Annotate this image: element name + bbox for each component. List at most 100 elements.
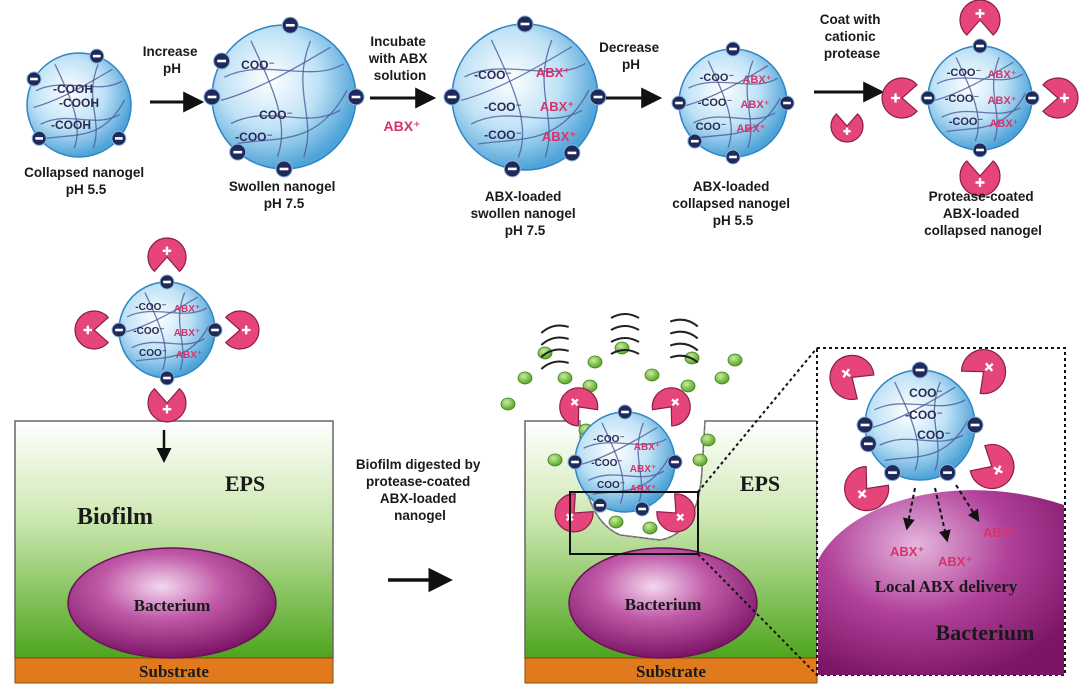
plus-sign [984, 362, 994, 372]
eps-fragment-dot [547, 453, 563, 467]
protease-body [656, 493, 696, 533]
minus-sign [976, 44, 984, 48]
polymer-chain [178, 292, 186, 370]
protease-enzyme-icon [147, 387, 187, 423]
eps-fragment-dot [608, 515, 624, 529]
nanogel-sphere [26, 52, 132, 158]
bacterium-cell-2 [568, 547, 758, 659]
minus-sign [729, 47, 737, 51]
carboxyl-label: -COO⁻ [135, 302, 166, 313]
eps-fragment-dot [500, 397, 516, 411]
minus-sign [447, 95, 457, 99]
carboxyl-label: -COO⁻ [700, 72, 735, 84]
eps-fragment-dot [692, 453, 708, 467]
minus-sign [207, 95, 217, 99]
biofilm-label: Biofilm [77, 504, 153, 530]
polymer-chain [224, 63, 344, 78]
abx-ion-label: ABX⁺ [540, 99, 574, 114]
local-delivery-label: Local ABX delivery [875, 577, 1018, 596]
dispersion-arc [669, 342, 699, 352]
plus-sign [975, 12, 985, 15]
plus-sign [162, 407, 172, 411]
plus-sign [162, 249, 172, 253]
polymer-chain [601, 422, 624, 504]
minus-sign [621, 410, 629, 414]
carboxyl-label: -COO⁻ [905, 408, 943, 422]
abx-ion-label: ABX⁺ [987, 69, 1016, 81]
carboxyl-label: -COO⁻ [484, 100, 522, 114]
plus-sign [975, 181, 985, 184]
abx-loaded-collapsed-nanogel: -COO⁻ABX⁺-COO⁻ABX⁺COO⁻ABX⁺ [671, 41, 795, 165]
abx-ion-label: ABX⁺ [536, 65, 570, 80]
polymer-chain [637, 422, 645, 504]
abx-released-2: ABX⁺ [938, 554, 972, 569]
polymer-chain [687, 77, 779, 89]
minus-sign [217, 59, 227, 63]
top-row: -COOH-COOH-COOH Collapsed nanogel pH 5.5… [24, 0, 1079, 238]
zoomed-bacterium-label: Bacterium [936, 620, 1035, 645]
abx-ion-label: ABX⁺ [989, 118, 1018, 130]
minus-sign [35, 137, 44, 140]
digesting-nanogel: -COO⁻ABX⁺-COO⁻ABX⁺COO⁻ABX⁺ [554, 387, 696, 533]
dispersion-arc [540, 360, 569, 370]
minus-sign [520, 22, 530, 26]
protease-enzyme-icon [74, 310, 110, 350]
plus-sign [994, 465, 1002, 475]
plus-sign [842, 368, 850, 379]
carboxyl-label: COO⁻ [917, 428, 951, 442]
minus-sign [915, 368, 925, 372]
minus-sign [233, 150, 243, 154]
abx-ion-label: ABX⁺ [736, 123, 765, 135]
polymer-chain [91, 64, 99, 149]
swollen-nanogel: COO⁻COO⁻-COO⁻ [203, 16, 365, 178]
minus-sign [567, 151, 577, 155]
carboxyl-label: COO⁻ [139, 348, 167, 359]
abx-ion-label: ABX⁺ [742, 74, 771, 86]
dispersion-arc [610, 349, 640, 355]
polymer-chain [126, 307, 208, 318]
collapsed-nanogel-label: Collapsed nanogel pH 5.5 [24, 165, 148, 197]
polymer-chain [543, 39, 553, 158]
polymer-chain [936, 73, 1024, 85]
minus-sign [351, 95, 361, 99]
polymer-chain [250, 40, 283, 157]
protease-enzyme-icon [969, 443, 1015, 490]
eps-label: EPS [225, 471, 265, 496]
zoom-connector-lines [697, 347, 818, 676]
protease-body [554, 493, 594, 533]
minus-sign [596, 504, 604, 507]
abx-ion-label: ABX⁺ [176, 350, 202, 361]
protease-body [559, 387, 599, 427]
polymer-chain [592, 457, 670, 495]
polymer-chain [894, 381, 919, 471]
dispersion-arc [669, 354, 699, 364]
polymer-chain [871, 386, 956, 429]
protease-enzyme-icon [959, 160, 1001, 197]
minus-sign [860, 423, 870, 427]
eps-fragment-dot [714, 371, 730, 385]
abx-released-3: ABX⁺ [983, 525, 1017, 540]
polymer-chain [698, 97, 781, 139]
carboxyl-label: -COO⁻ [947, 67, 982, 79]
decrease-ph-label: Decrease pH [599, 40, 663, 72]
zoomed-nanogel: COO⁻-COO⁻COO⁻ [829, 349, 1015, 512]
protease-body [829, 354, 875, 400]
minus-sign [675, 101, 683, 105]
polymer-chain [124, 296, 199, 333]
abx-loaded-swollen-nanogel: -COO⁻ABX⁺-COO⁻ABX⁺-COO⁻ABX⁺ [443, 15, 607, 178]
polymer-chain [583, 438, 667, 449]
protease-body [969, 443, 1015, 490]
protease-enzyme-icon [830, 113, 864, 143]
abx-ion-label: ABX⁺ [987, 95, 1016, 107]
protease-enzyme-icon [844, 465, 890, 512]
carboxyl-label: -COO⁻ [484, 128, 522, 142]
eps-label-2: EPS [740, 471, 780, 496]
abx-ion-label: ABX⁺ [740, 99, 769, 111]
carboxyl-label: COO⁻ [241, 58, 275, 72]
protease-enzyme-icon [651, 387, 691, 427]
abx-ion-label: ABX⁺ [630, 464, 656, 475]
minus-sign [888, 471, 897, 474]
polymer-chain [884, 419, 969, 462]
polymer-chain [144, 292, 167, 370]
